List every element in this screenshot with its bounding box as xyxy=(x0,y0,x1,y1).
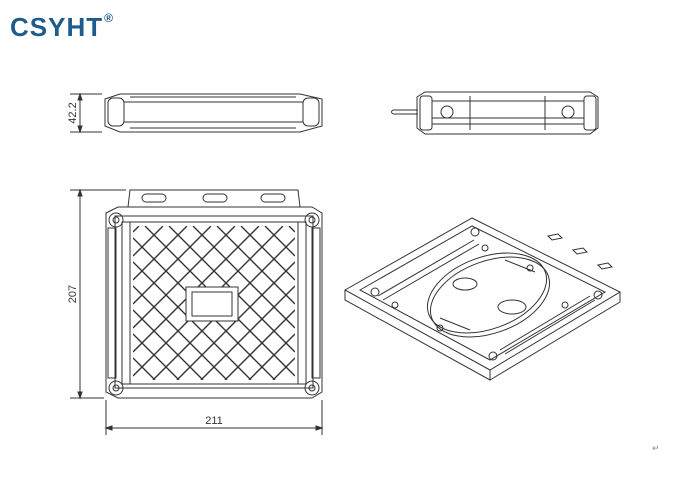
side-view xyxy=(104,93,323,133)
dim-label-207: 207 xyxy=(67,285,79,303)
dim-plan-width xyxy=(104,400,324,435)
brand-logo: CSYHT® xyxy=(10,11,114,43)
isometric-view xyxy=(343,217,622,381)
dim-side-height xyxy=(70,92,102,134)
dim-plan-height xyxy=(70,188,126,400)
dim-label-42: 42.2 xyxy=(67,102,79,123)
plan-view xyxy=(105,189,323,399)
brand-name: CSYHT xyxy=(10,12,104,42)
return-symbol: ↵ xyxy=(652,444,660,454)
front-view xyxy=(391,91,599,135)
registered-mark: ® xyxy=(104,11,114,26)
dim-label-211: 211 xyxy=(205,415,223,427)
